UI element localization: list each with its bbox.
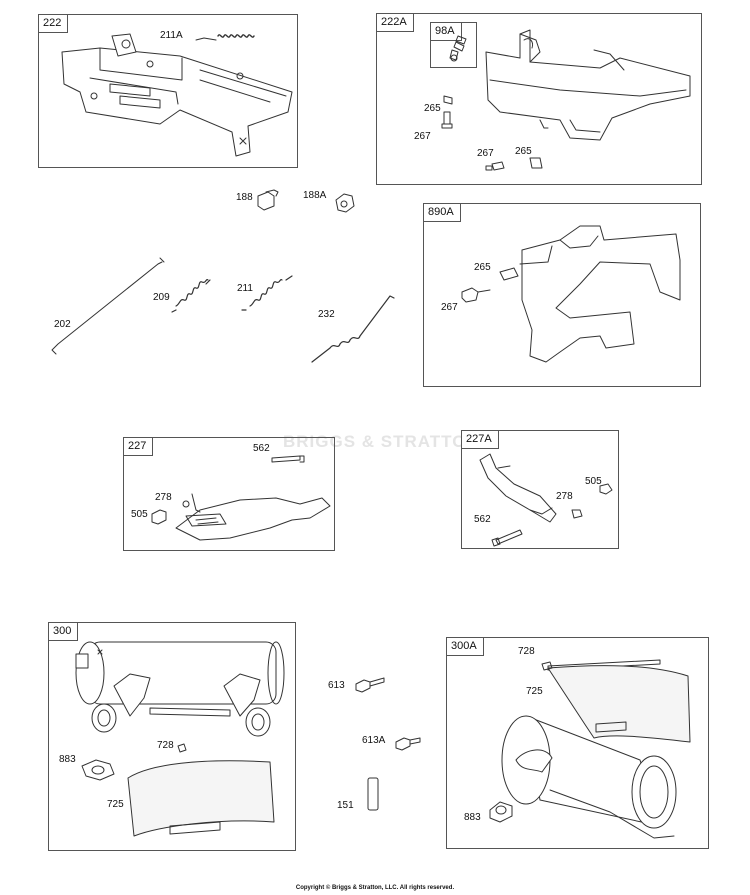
callout-883: 883 (464, 812, 481, 823)
callout-725: 725 (107, 799, 124, 810)
group-890a-tag: 890A (424, 204, 461, 222)
callout-505: 505 (131, 509, 148, 520)
callout-267: 267 (477, 148, 494, 159)
group-98a-box: 98A (430, 22, 477, 68)
callout-202: 202 (54, 319, 71, 330)
group-227-box: 227 (123, 437, 335, 551)
callout-211a: 211A (160, 30, 183, 41)
watermark-logo: BRIGGS & STRATTON (283, 432, 480, 451)
spring-parts-98a-drawing (449, 35, 467, 62)
group-300-box: 300 (48, 622, 296, 851)
spring-232-drawing (311, 295, 395, 363)
callout-728: 728 (518, 646, 535, 657)
hardware-613-151-drawing (355, 677, 421, 811)
copyright-notice: Copyright © Briggs & Stratton, LLC. All … (295, 885, 455, 891)
callout-613: 613 (328, 680, 345, 691)
callout-232: 232 (318, 309, 335, 320)
group-300-tag: 300 (49, 623, 79, 641)
muffler-300-drawing (75, 641, 285, 837)
callout-725: 725 (526, 686, 543, 697)
group-98a-tag: 98A (431, 23, 462, 41)
group-227a-tag: 227A (462, 431, 499, 449)
callout-265: 265 (424, 103, 441, 114)
callout-883: 883 (59, 754, 76, 765)
callout-209: 209 (153, 292, 170, 303)
springs-209-211-drawing (171, 275, 293, 313)
callout-562: 562 (474, 514, 491, 525)
group-300a-tag: 300A (447, 638, 484, 656)
callout-188: 188 (236, 192, 253, 203)
control-bracket-222a-drawing (441, 29, 691, 171)
callout-188a: 188A (303, 190, 327, 201)
callout-265: 265 (515, 146, 532, 157)
callout-267: 267 (414, 131, 431, 142)
group-227a-box: 227A (461, 430, 619, 549)
callout-267: 267 (441, 302, 458, 313)
group-300a-box: 300A (446, 637, 709, 849)
callout-728: 728 (157, 740, 174, 751)
callout-265: 265 (474, 262, 491, 273)
callout-151: 151 (337, 800, 354, 811)
hardware-188-drawing (257, 189, 355, 213)
group-222a-tag: 222A (377, 14, 414, 32)
muffler-300a-drawing (489, 659, 691, 839)
callout-562: 562 (253, 443, 270, 454)
callout-211: 211 (237, 283, 253, 294)
bracket-227-drawing (151, 455, 331, 541)
group-227-tag: 227 (124, 438, 154, 456)
callout-505: 505 (585, 476, 602, 487)
group-890a-box: 890A (423, 203, 701, 387)
bracket-890a-drawing (461, 225, 681, 363)
link-rod-202-drawing (51, 257, 165, 355)
callout-278: 278 (155, 492, 172, 503)
callout-613a: 613A (362, 735, 386, 746)
control-bracket-222-drawing (61, 33, 293, 157)
group-222-box: 222 (38, 14, 298, 168)
group-222a-box: 222A (376, 13, 702, 185)
callout-278: 278 (556, 491, 573, 502)
group-222-tag: 222 (39, 15, 69, 33)
bracket-227a-drawing (479, 453, 613, 547)
